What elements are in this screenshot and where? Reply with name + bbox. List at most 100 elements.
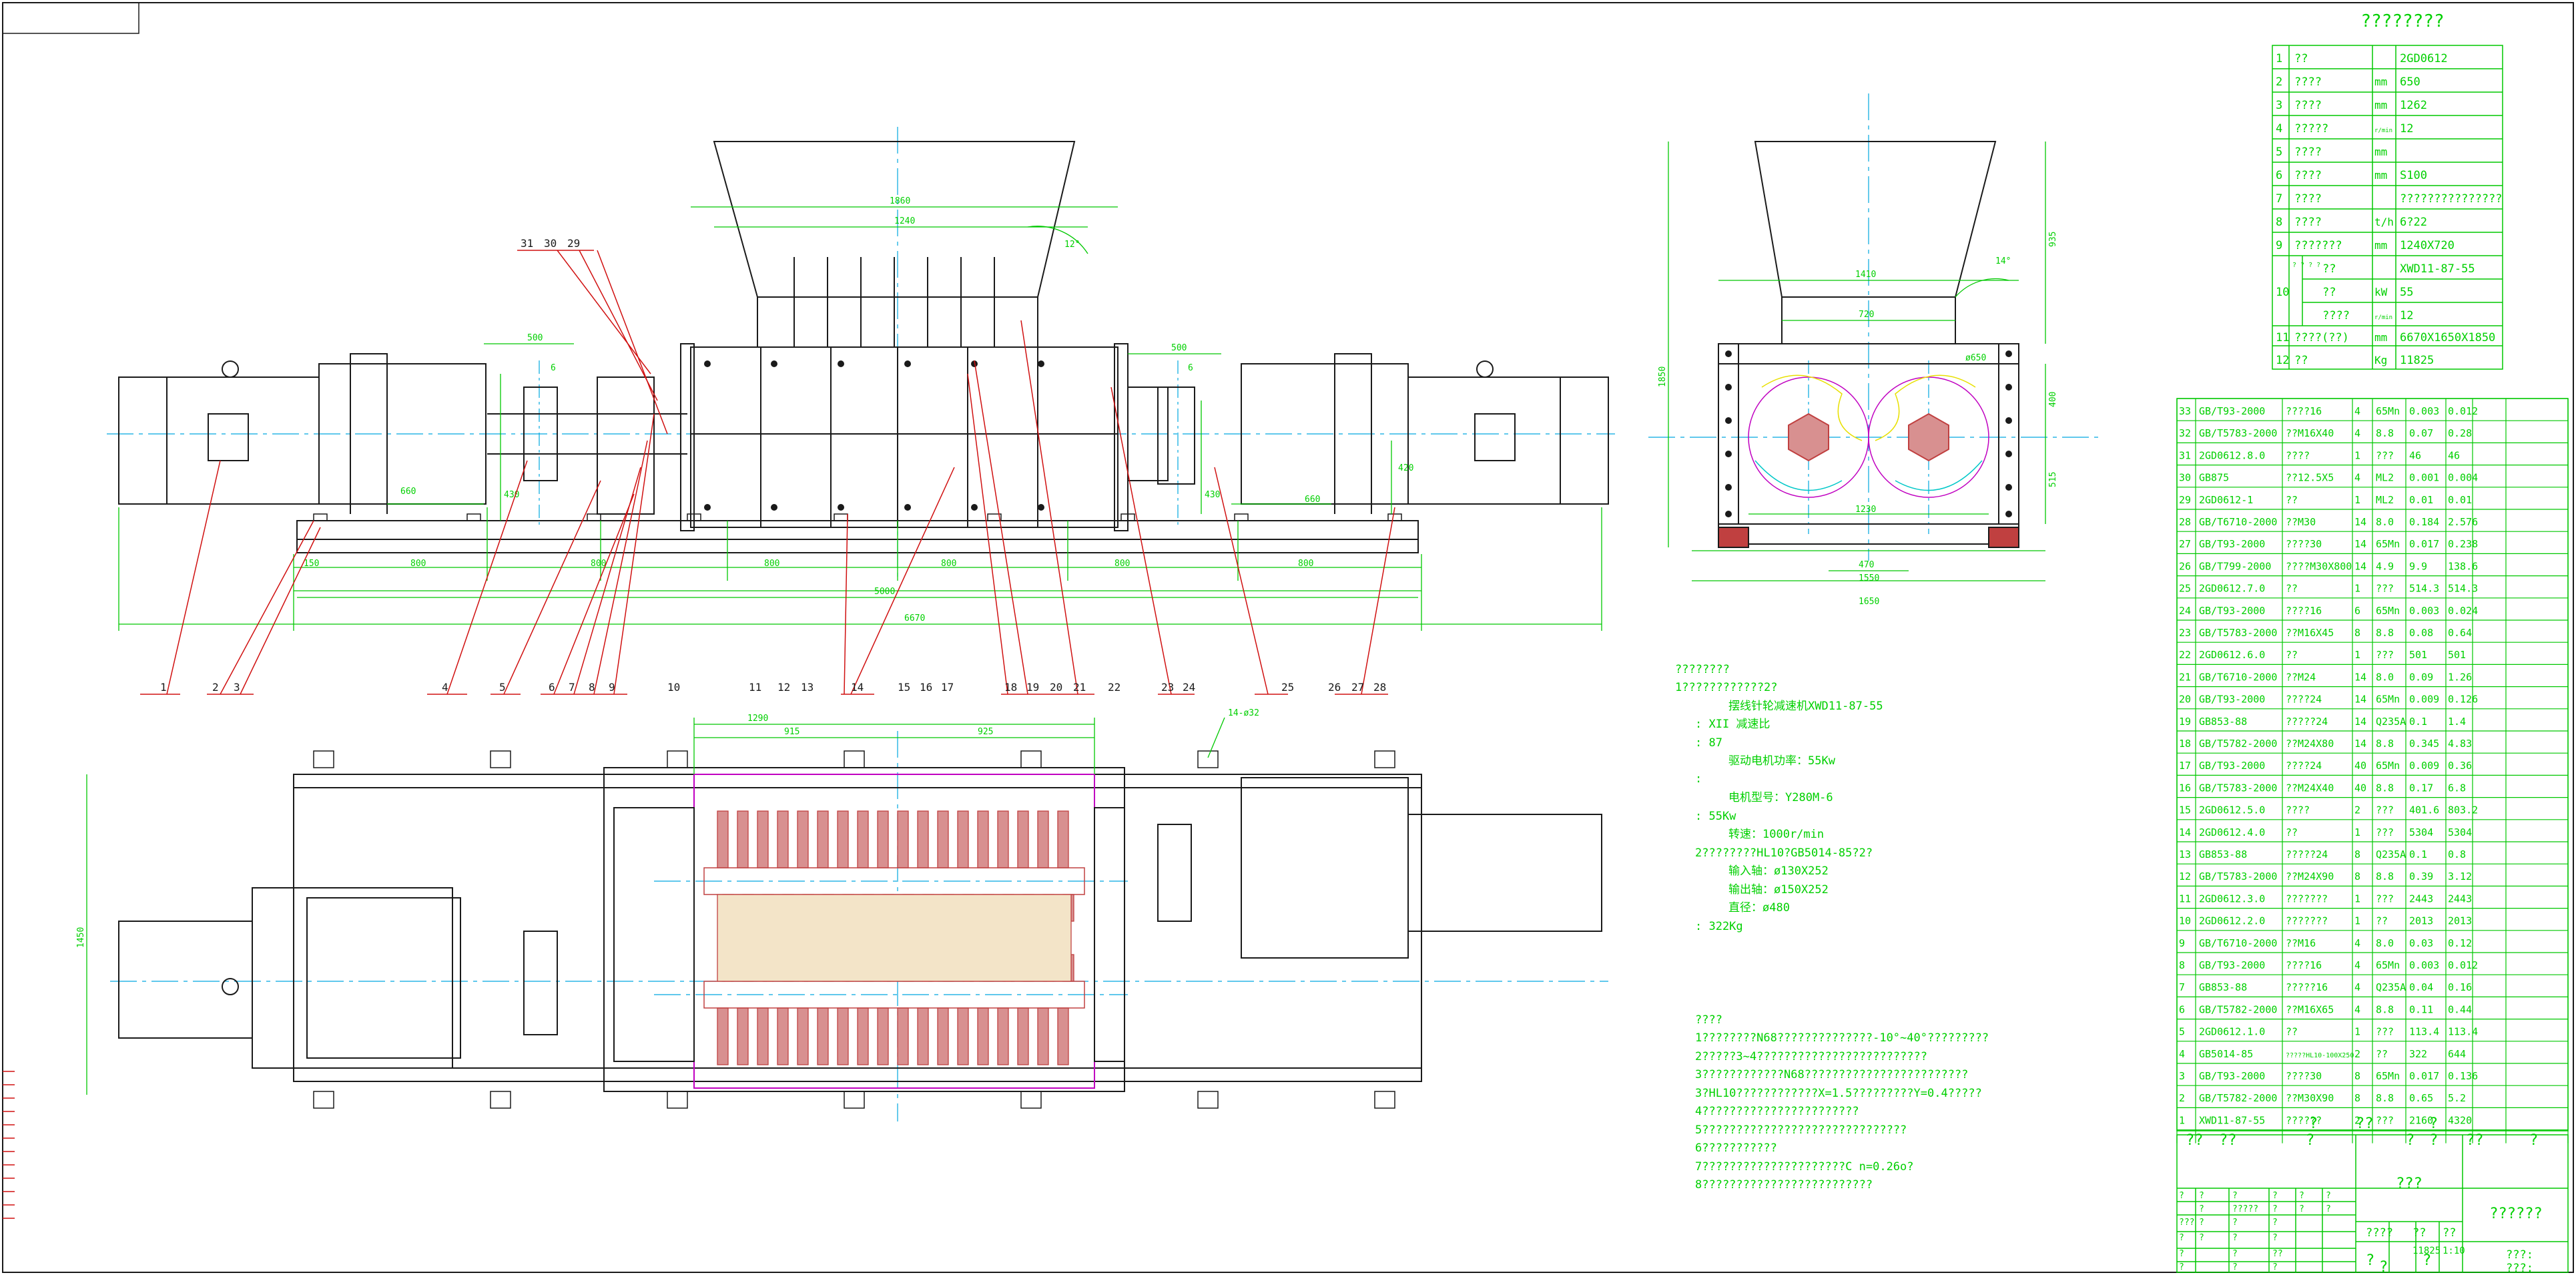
bom-cell: 0.017 <box>2409 538 2439 550</box>
bom-cell: ?????16 <box>2286 981 2328 993</box>
param-value: 650 <box>2400 75 2421 89</box>
bom-cell: 2GD0612.1.0 <box>2199 1026 2265 1038</box>
param-unit: mm <box>2374 99 2387 111</box>
bom-row-no: 11 <box>2179 892 2191 905</box>
bom-cell: 5304 <box>2448 826 2472 838</box>
bom-cell: 8 <box>2354 1092 2360 1104</box>
bom-cell: 2443 <box>2409 892 2433 905</box>
title-block-cell: ? <box>2179 1233 2184 1243</box>
rotor-blade <box>797 810 809 868</box>
bom-cell: 2GD0612.5.0 <box>2199 804 2265 816</box>
rotor-blade <box>1037 810 1049 868</box>
bom-cell: 2GD0612.4.0 <box>2199 826 2265 838</box>
sheets-total: ? <box>2366 1252 2374 1269</box>
bom-cell: 0.03 <box>2409 937 2433 949</box>
balloon-26: 26 <box>1328 681 1341 694</box>
bom-row-no: 14 <box>2179 826 2191 838</box>
bom-cell: 0.07 <box>2409 427 2433 439</box>
param-name: ??????? <box>2294 239 2342 252</box>
param-unit: Kg <box>2374 354 2387 366</box>
rotor-blade <box>977 810 989 868</box>
bom-cell: 0.003 <box>2409 405 2439 417</box>
bom-cell: 1 <box>2354 583 2360 595</box>
balloon-18: 18 <box>1004 681 1017 694</box>
bom-cell: ??M30 <box>2286 516 2316 528</box>
bom-cell: ??M24X90 <box>2286 870 2334 882</box>
bom-cell: 5304 <box>2409 826 2433 838</box>
bom-cell: 8.8 <box>2376 1092 2394 1104</box>
dim-660-right: 660 <box>1305 495 1320 505</box>
param-no: 5 <box>2276 146 2282 159</box>
front-view <box>107 127 1615 581</box>
rotor-blade <box>857 1007 869 1065</box>
balloon-28: 28 <box>1373 681 1386 694</box>
balloon-13: 13 <box>801 681 814 694</box>
bom-cell: 0.017 <box>2409 1070 2439 1082</box>
dim-angle-14: 14° <box>1995 256 2011 266</box>
param-name: ?? <box>2294 354 2308 367</box>
bom-cell: 0.17 <box>2409 782 2433 794</box>
bom-cell: GB/T5783-2000 <box>2199 782 2277 794</box>
left-hex-shaft <box>1788 413 1829 462</box>
rotor-blade <box>757 1007 769 1065</box>
balloon-10: 10 <box>667 681 680 694</box>
rotor-blade <box>817 1007 829 1065</box>
balloon-17: 17 <box>941 681 954 694</box>
bom-cell: ??M16X65 <box>2286 1003 2334 1015</box>
balloon-16: 16 <box>920 681 932 694</box>
bom-cell: GB/T5782-2000 <box>2199 1092 2277 1104</box>
side-dimensions <box>1668 142 2046 581</box>
dim-925: 925 <box>978 727 993 737</box>
bom-cell: 2GD0612.8.0 <box>2199 449 2265 461</box>
param-name: ????? <box>2294 122 2328 136</box>
left-coupling <box>523 387 558 481</box>
balloon-14: 14 <box>851 681 864 694</box>
balloon-2: 2 <box>212 681 219 694</box>
bom-cell: 1.26 <box>2448 671 2472 683</box>
front-balloons: 31 30 29 1 2 3 4 5 6 7 8 9 10 11 12 13 1… <box>160 237 1386 694</box>
param-value: 6670X1650X1850 <box>2400 331 2495 344</box>
bom-cell: GB/T93-2000 <box>2199 605 2265 617</box>
bom-cell: 0.44 <box>2448 1003 2472 1015</box>
param-unit: t/h <box>2374 216 2394 228</box>
bom-cell: ?? <box>2286 1026 2298 1038</box>
bom-row-no: 15 <box>2179 804 2191 816</box>
dim-660-left: 660 <box>400 487 416 497</box>
bom-cell: 8 <box>2354 848 2360 860</box>
tech-note-line: 7?????????????????????C n=0.26o? <box>1695 1160 1914 1174</box>
balloon-25: 25 <box>1281 681 1294 694</box>
bom-cell: 0.09 <box>2409 671 2433 683</box>
bom-row-no: 22 <box>2179 649 2191 661</box>
motor-notes-title: ???????? <box>1675 663 1730 676</box>
bom-cell: 4 <box>2354 959 2360 971</box>
bom-cell: 2443 <box>2448 892 2472 905</box>
bom-cell: ??????? <box>2286 915 2328 927</box>
bom-cell: 0.003 <box>2409 605 2439 617</box>
param-value: 12 <box>2400 309 2413 322</box>
bom-cell: ?? <box>2376 915 2388 927</box>
bom-row-no: 5 <box>2179 1026 2185 1038</box>
bom-cell: 2GD0612.6.0 <box>2199 649 2265 661</box>
bom-cell: 1 <box>2354 915 2360 927</box>
top-right-motor <box>1407 814 1602 932</box>
bom-row-no: 21 <box>2179 671 2191 683</box>
bom-cell: ??? <box>2376 804 2394 816</box>
bom-row-no: 10 <box>2179 915 2191 927</box>
dim-800-4: 800 <box>941 559 956 569</box>
balloon-1: 1 <box>160 681 167 694</box>
rotor-blade <box>897 810 909 868</box>
bom-row-no: 27 <box>2179 538 2191 550</box>
dim-6-left: 6 <box>551 363 556 373</box>
title-block-cell: ? <box>2199 1191 2204 1201</box>
dim-650: ø650 <box>1965 353 1986 363</box>
title-block-cell: ? <box>2272 1204 2278 1214</box>
rotor-blade <box>797 1007 809 1065</box>
dim-150: 150 <box>304 559 319 569</box>
bom-cell: ??? <box>2376 649 2394 661</box>
tech-note-line: 8????????????????????????? <box>1695 1178 1873 1192</box>
bom-cell: 0.012 <box>2448 405 2478 417</box>
bom-cell: 0.012 <box>2448 959 2478 971</box>
rotor-blade <box>857 810 869 868</box>
bom-cell: 8 <box>2354 627 2360 639</box>
